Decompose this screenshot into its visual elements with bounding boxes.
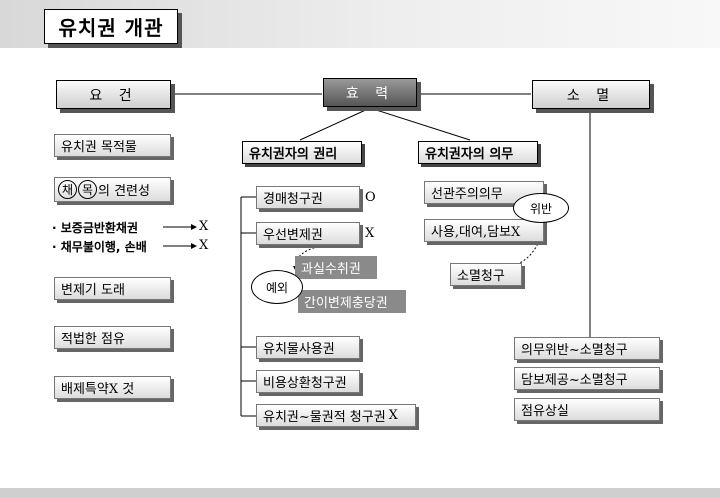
right-use: 유치물사용권 [256, 336, 360, 359]
right-auction-mark: O [365, 190, 376, 205]
requirement-no-exclusion: 배제특약X 것 [54, 376, 171, 399]
duty-care: 선관주의의무 [424, 181, 544, 204]
exception-simple-satisfaction: 간이변제충당권 [298, 290, 406, 313]
rights-header: 유치권자의 권리 [242, 141, 362, 164]
right-priority: 우선변제권 [256, 222, 360, 245]
violation-dotted-line [504, 216, 546, 269]
default-damages-text: · 채무불이행, 손배 [52, 240, 147, 254]
extinction-loss-possession: 점유상실 [514, 398, 660, 421]
requirement-due-date: 변제기 도래 [54, 277, 171, 300]
extinction-security: 담보제공~소멸청구 [514, 367, 660, 390]
right-property-claim-label: 유치권~물권적 청구권 [263, 410, 386, 425]
deposit-claim-result: X [199, 219, 209, 234]
duties-header: 유치권자의 의무 [418, 141, 538, 164]
violation-oval: 위반 [513, 193, 569, 223]
right-reimbursement: 비용상환청구권 [256, 370, 360, 393]
extinction-claim: 소멸청구 [450, 263, 522, 286]
deposit-claim-text: · 보증금반환채권 [52, 221, 139, 235]
right-auction: 경매청구권 [256, 186, 360, 209]
arrow-head-2 [191, 243, 197, 249]
right-property-claim-mark: X [388, 408, 398, 423]
page-title: 유치권 개관 [44, 9, 178, 44]
line-to-duties [369, 107, 471, 141]
extinction-header: 소 멸 [532, 80, 650, 109]
exception-oval: 예외 [251, 270, 303, 304]
line-to-rights [299, 107, 371, 141]
exception-fruits: 과실수취권 [295, 256, 377, 279]
effect-header: 효 력 [323, 78, 417, 107]
duty-no-use: 사용,대여,담보X [424, 219, 544, 242]
requirement-connection: 채 목 의 견련성 [54, 177, 171, 202]
creditor-circle: 채 [58, 180, 77, 199]
object-circle: 목 [78, 180, 97, 199]
footer-band [0, 488, 720, 498]
right-property-claim: 유치권~물권적 청구권 X [256, 404, 416, 427]
connection-text: 의 견련성 [98, 184, 150, 199]
default-damages-result: X [199, 238, 209, 253]
requirement-possession: 적법한 점유 [54, 326, 171, 349]
right-priority-mark: X [365, 226, 375, 241]
requirements-header: 요 건 [56, 80, 171, 109]
requirement-object: 유치권 목적물 [54, 134, 171, 157]
arrow-head-1 [191, 224, 197, 230]
extinction-duty-violation: 의무위반~소멸청구 [514, 337, 660, 360]
